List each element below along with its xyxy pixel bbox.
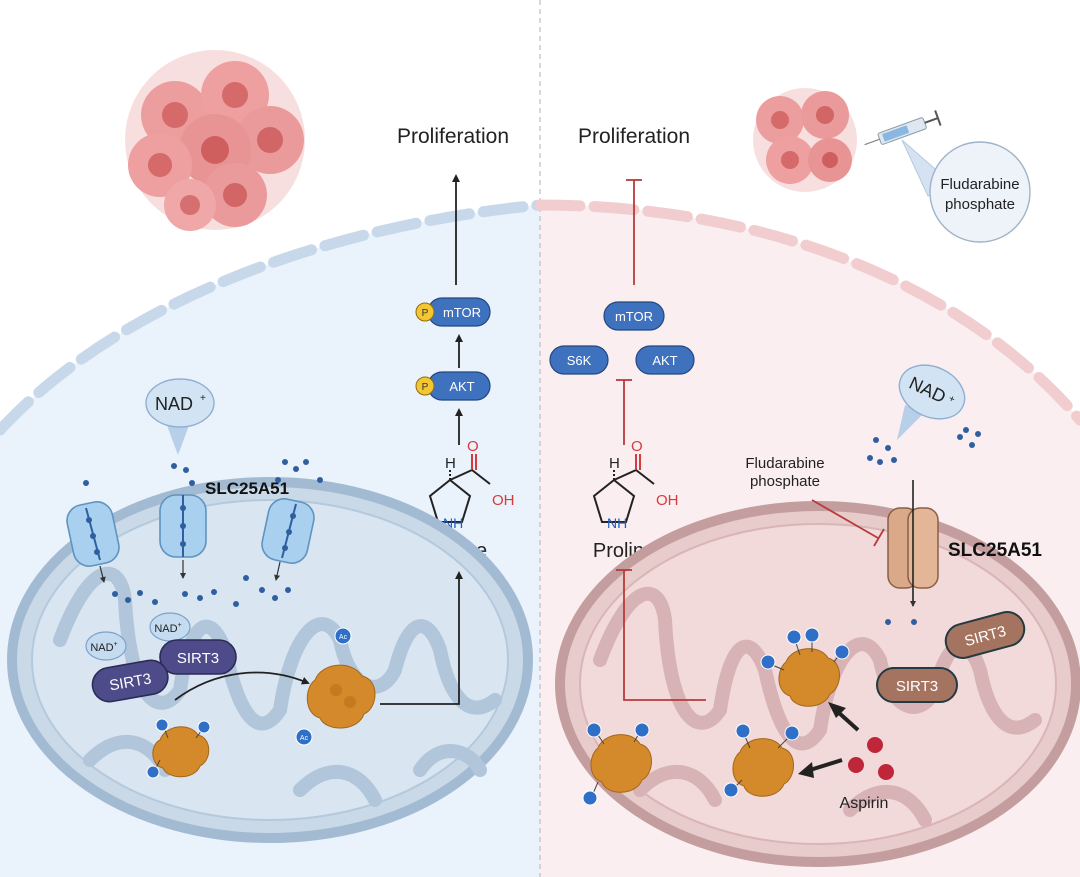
phospho-p-mtor: P xyxy=(422,308,429,319)
svg-text:AKT: AKT xyxy=(652,353,677,368)
proline-oh-left: OH xyxy=(492,492,515,509)
inhibit-proline-signaling xyxy=(616,379,632,445)
deacetylated-protein-left xyxy=(306,664,376,729)
free-acetyl-groups-left: Ac Ac xyxy=(295,627,352,746)
proliferation-label-right: Proliferation xyxy=(578,125,690,148)
svg-text:S6K: S6K xyxy=(567,353,592,368)
acetylated-protein-right-3 xyxy=(582,722,652,806)
svg-text:SIRT3: SIRT3 xyxy=(896,678,938,695)
nad-molecules-left xyxy=(83,459,323,607)
nad-sup-left: + xyxy=(200,393,206,404)
aspirin-label: Aspirin xyxy=(840,795,889,812)
svg-text:Ac: Ac xyxy=(339,634,348,641)
right-cell-membrane xyxy=(534,199,1080,426)
sirt3-right-1: SIRT3 xyxy=(944,611,1026,659)
svg-text:NAD+: NAD+ xyxy=(90,641,117,654)
inhibit-proliferation-right xyxy=(626,179,642,285)
proline-structure-left: H O OH NH xyxy=(428,438,515,531)
left-cell-membrane xyxy=(0,199,546,436)
aspirin-arrows xyxy=(798,702,860,778)
phospho-badge-akt xyxy=(415,376,435,396)
transporter-3 xyxy=(261,498,315,564)
import-arrows-left xyxy=(99,560,281,583)
proline-o-right: O xyxy=(631,438,643,455)
nad-bound-small-left: NAD+ NAD+ xyxy=(85,612,191,661)
proliferation-label-left: Proliferation xyxy=(397,125,509,148)
acetylated-protein-right-1 xyxy=(760,627,850,707)
proline-oh-right: OH xyxy=(656,492,679,509)
protein-to-proline-arrow xyxy=(380,571,463,705)
s6k-node-right: S6K xyxy=(549,345,609,375)
proline-structure-right: H O OH NH xyxy=(592,438,679,531)
syringe-icon xyxy=(864,110,942,146)
acetylated-protein-left xyxy=(146,718,211,779)
akt-node-right: AKT xyxy=(635,345,695,375)
svg-text:NAD+: NAD+ xyxy=(154,622,181,635)
nad-bubble-left: NAD + xyxy=(145,378,215,455)
mtor-node-right: mTOR xyxy=(603,301,665,331)
drug-bubble-line1: Fludarabine xyxy=(940,176,1019,193)
nad-text-left: NAD xyxy=(155,394,193,414)
drug-bubble-right: Fludarabine phosphate xyxy=(901,139,1031,243)
nad-molecules-right xyxy=(867,427,981,625)
sirt3-left-2: SIRT3 xyxy=(91,659,169,703)
drug-label-line2: phosphate xyxy=(750,473,820,490)
akt-label-left: AKT xyxy=(449,379,474,394)
proline-o-left: O xyxy=(467,438,479,455)
slc25a51-transporter-right xyxy=(887,480,939,607)
aspirin-molecules xyxy=(848,737,894,780)
inhibit-protein-to-proline xyxy=(616,569,706,701)
phospho-badge-mtor xyxy=(415,302,435,322)
proline-h-right: H xyxy=(609,455,620,472)
sirt3-right-2: SIRT3 xyxy=(876,667,958,703)
sirt3-left-1: SIRT3 xyxy=(159,639,237,675)
slc25a51-label-right: SLC25A51 xyxy=(948,540,1042,561)
svg-text:Ac: Ac xyxy=(300,735,309,742)
acetylated-protein-right-2 xyxy=(723,723,800,798)
svg-text:mTOR: mTOR xyxy=(615,309,653,324)
p-mtor-node: mTOR P xyxy=(415,297,491,327)
phospho-p-akt: P xyxy=(422,382,429,393)
tumor-cell-cluster-right xyxy=(753,88,857,192)
nad-bubble-right: NAD + xyxy=(897,364,966,440)
nad-sup-right: + xyxy=(947,393,957,406)
proline-h-left: H xyxy=(445,455,456,472)
drug-bubble-line2: phosphate xyxy=(945,196,1015,213)
transporter-2 xyxy=(159,494,207,558)
inhibit-transporter xyxy=(811,499,885,547)
proline-nh-right: NH xyxy=(607,515,627,531)
drug-label-line1: Fludarabine xyxy=(745,455,824,472)
mtor-label-left: mTOR xyxy=(443,305,481,320)
deacetylation-arrow-left xyxy=(174,671,310,701)
slc25a51-transporters-left xyxy=(66,494,315,567)
slc25a51-label-left: SLC25A51 xyxy=(205,479,289,498)
p-akt-node: AKT P xyxy=(415,371,491,401)
transporter-1 xyxy=(66,501,120,567)
svg-text:SIRT3: SIRT3 xyxy=(177,650,219,667)
mitochondrion-left xyxy=(7,477,533,843)
tumor-cell-cluster-left xyxy=(125,50,305,231)
